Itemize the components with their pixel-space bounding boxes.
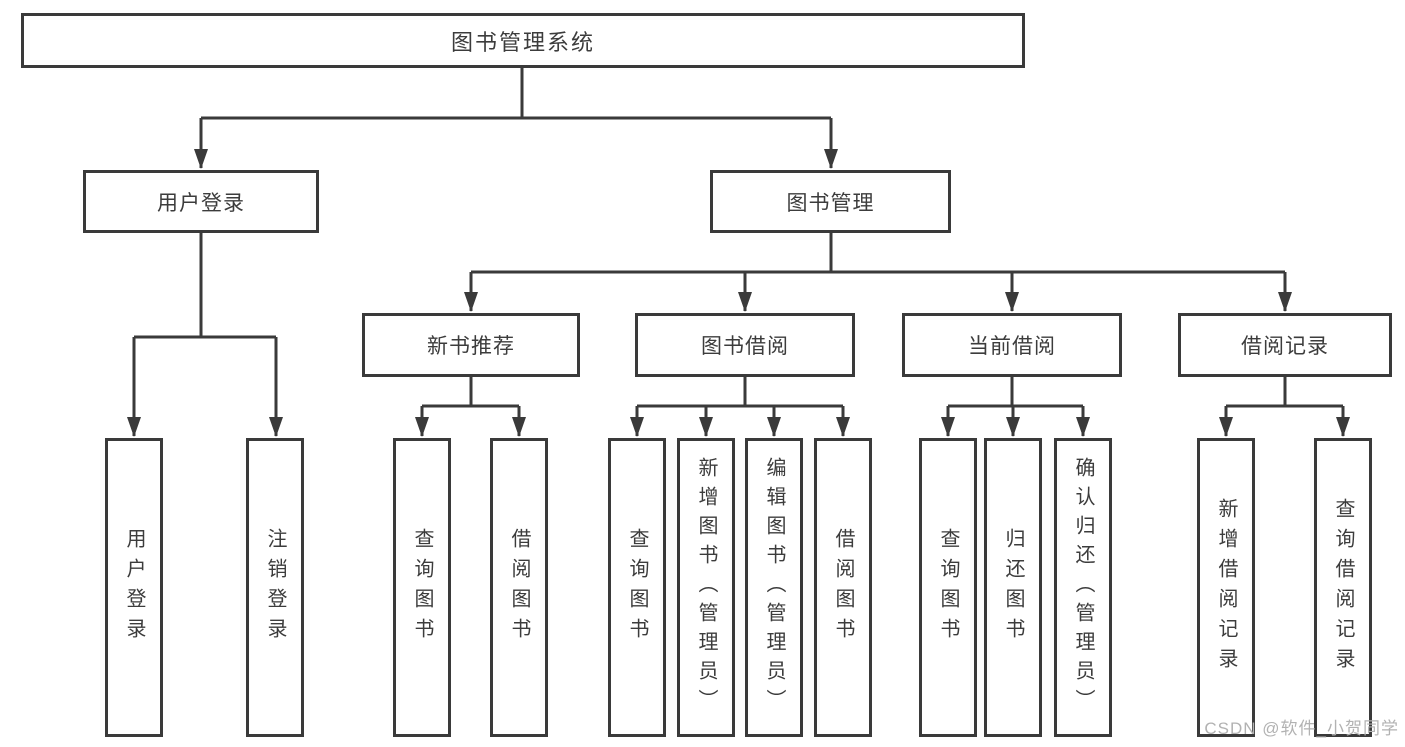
leaf-user-login-label: 用户登录	[123, 527, 145, 648]
leaf-nbr-borrow-books-label: 借阅图书	[508, 527, 530, 648]
node-root: 图书管理系统	[21, 13, 1025, 68]
leaf-cb-query-books-label: 查询图书	[937, 527, 959, 648]
leaf-nbr-query-books: 查询图书	[393, 438, 451, 737]
leaf-nbr-query-books-label: 查询图书	[411, 527, 433, 648]
node-new-book-rec-label: 新书推荐	[427, 335, 515, 358]
node-borrow-records: 借阅记录	[1178, 313, 1392, 377]
node-new-book-rec: 新书推荐	[362, 313, 580, 377]
leaf-br-add-record-label: 新增借阅记录	[1215, 497, 1237, 678]
node-user-login: 用户登录	[83, 170, 319, 233]
leaf-cb-query-books: 查询图书	[919, 438, 977, 737]
leaf-bb-edit-book-label: 编辑图书（管理员）	[763, 457, 785, 718]
leaf-bb-borrow-books: 借阅图书	[814, 438, 872, 737]
csdn-watermark: CSDN @软件_小贺同学	[1204, 719, 1399, 738]
leaf-br-query-record-label: 查询借阅记录	[1332, 497, 1354, 678]
node-user-login-label: 用户登录	[157, 191, 245, 215]
node-borrow-records-label: 借阅记录	[1241, 335, 1329, 358]
leaf-cb-return-books: 归还图书	[984, 438, 1042, 737]
leaf-br-add-record: 新增借阅记录	[1197, 438, 1255, 737]
node-book-borrow-label: 图书借阅	[701, 335, 789, 358]
node-book-mgmt-label: 图书管理	[786, 191, 875, 215]
leaf-cb-confirm-return: 确认归还（管理员）	[1054, 438, 1112, 737]
leaf-logout: 注销登录	[246, 438, 304, 737]
node-current-borrow: 当前借阅	[902, 313, 1122, 377]
node-current-borrow-label: 当前借阅	[968, 335, 1056, 358]
leaf-nbr-borrow-books: 借阅图书	[490, 438, 548, 737]
leaf-bb-add-book-label: 新增图书（管理员）	[695, 457, 717, 718]
leaf-bb-query-books-label: 查询图书	[626, 527, 648, 648]
leaf-bb-edit-book: 编辑图书（管理员）	[745, 438, 803, 737]
leaf-user-login: 用户登录	[105, 438, 163, 737]
leaf-cb-return-books-label: 归还图书	[1002, 527, 1024, 648]
leaf-cb-confirm-return-label: 确认归还（管理员）	[1072, 457, 1094, 718]
node-root-label: 图书管理系统	[450, 29, 595, 55]
node-book-borrow: 图书借阅	[635, 313, 855, 377]
leaf-bb-borrow-books-label: 借阅图书	[832, 527, 854, 648]
leaf-br-query-record: 查询借阅记录	[1314, 438, 1372, 737]
leaf-bb-query-books: 查询图书	[608, 438, 666, 737]
node-book-mgmt: 图书管理	[710, 170, 951, 233]
leaf-bb-add-book: 新增图书（管理员）	[677, 438, 735, 737]
leaf-logout-label: 注销登录	[264, 527, 286, 648]
